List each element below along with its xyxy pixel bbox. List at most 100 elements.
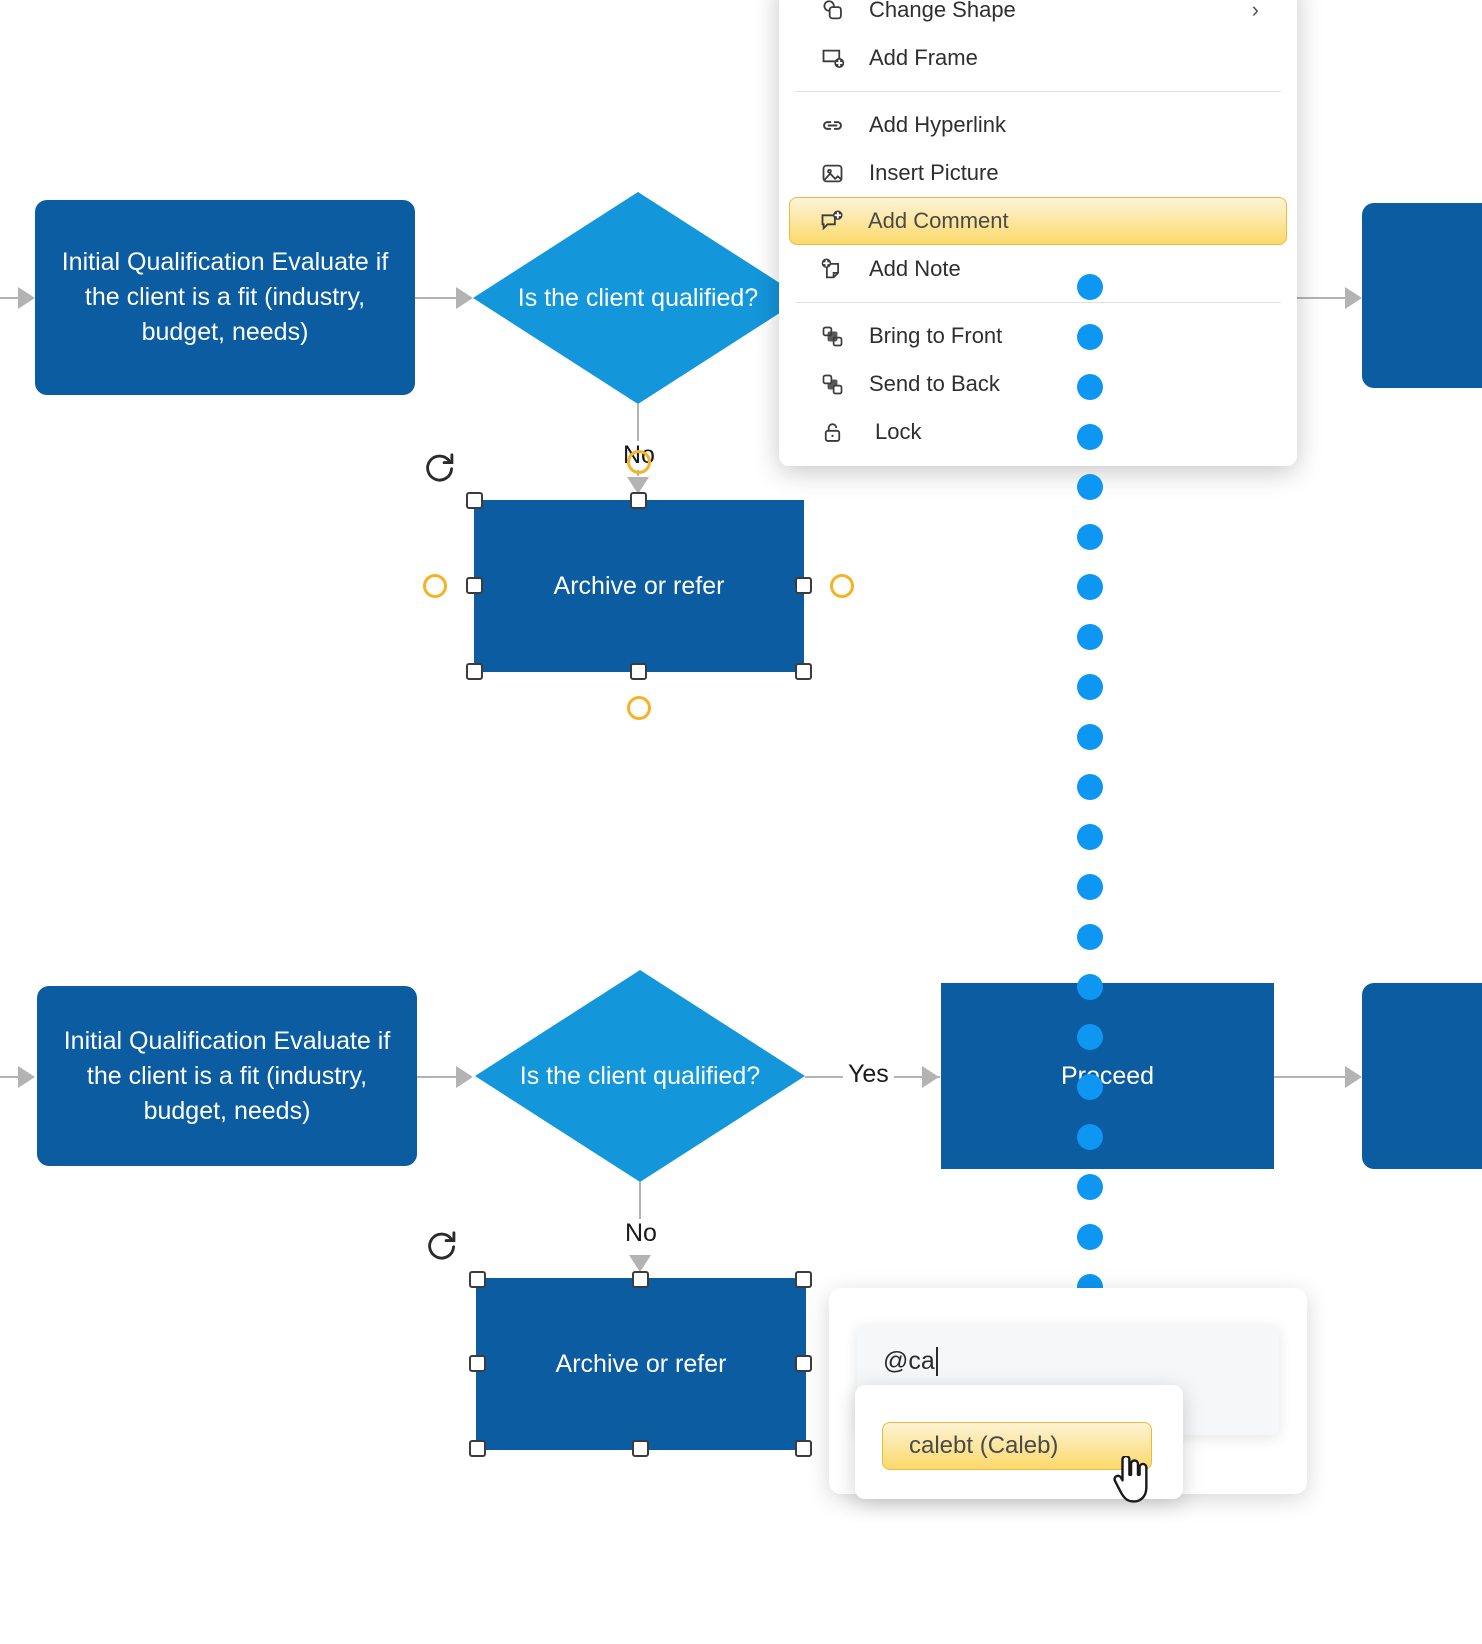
resize-handle-br-top[interactable] [795, 663, 812, 680]
drag-path-dot [1077, 1074, 1103, 1100]
resize-handle-tc-bottom[interactable] [632, 1271, 649, 1288]
lock-icon [817, 417, 847, 447]
resize-handle-tr-bottom[interactable] [795, 1271, 812, 1288]
connector-bottom-1 [417, 1076, 463, 1078]
arrow-bottom-1-icon [456, 1066, 473, 1088]
drag-path-dot [1077, 724, 1103, 750]
comment-input-value: @ca [883, 1347, 935, 1375]
process-node-proceed[interactable]: Proceed [941, 983, 1274, 1169]
add-frame-icon [817, 43, 847, 73]
connector-top-no [637, 404, 639, 476]
menu-item-label: Add Frame [869, 45, 978, 70]
connector-in-bottom [0, 1076, 20, 1078]
drag-path-dot [1077, 1024, 1103, 1050]
add-note-icon [817, 254, 847, 284]
connector-bottom-right [1274, 1076, 1354, 1078]
connector-top-right [1295, 297, 1355, 299]
menu-item-label: Change Shape [869, 0, 1016, 22]
menu-item-change-shape[interactable]: Change Shape › [791, 0, 1285, 34]
resize-handle-bl-top[interactable] [466, 663, 483, 680]
drag-path-dot [1077, 624, 1103, 650]
drag-path-dot [1077, 1224, 1103, 1250]
menu-separator-1 [795, 91, 1281, 92]
add-hyperlink-icon [817, 110, 847, 140]
drag-path-dot [1077, 424, 1103, 450]
bring-to-front-icon [817, 321, 847, 351]
connection-point-bottom[interactable] [627, 696, 651, 720]
resize-handle-mr-top[interactable] [795, 577, 812, 594]
arrow-in-top-icon [18, 287, 35, 309]
menu-item-label: Add Comment [868, 208, 1009, 233]
rotate-handle-bottom-icon[interactable] [423, 1228, 459, 1264]
menu-item-label: Send to Back [869, 371, 1000, 396]
menu-item-send-to-back[interactable]: Send to Back [791, 360, 1285, 408]
drag-path-dot [1077, 1124, 1103, 1150]
arrow-top-1-icon [456, 287, 473, 309]
decision-node-qualified-top[interactable]: Is the client qualified? [473, 192, 803, 404]
connection-point-left[interactable] [423, 574, 447, 598]
resize-handle-bc-bottom[interactable] [632, 1440, 649, 1457]
mention-option-calebt[interactable]: calebt (Caleb) [882, 1422, 1152, 1470]
shape-context-menu[interactable]: Change Shape › Add Frame Add Hyperlink [779, 0, 1297, 466]
menu-item-label: Add Note [869, 256, 961, 281]
resize-handle-bl-bottom[interactable] [469, 1440, 486, 1457]
process-node-initial-qualification-bottom[interactable]: Initial Qualification Evaluate if the cl… [37, 986, 417, 1166]
connector-in-top [0, 297, 20, 299]
process-node-offscreen-bottom[interactable] [1362, 983, 1482, 1169]
resize-handle-tc-top[interactable] [630, 492, 647, 509]
menu-item-insert-picture[interactable]: Insert Picture [791, 149, 1285, 197]
drag-path-dot [1077, 474, 1103, 500]
resize-handle-ml-top[interactable] [466, 577, 483, 594]
insert-picture-icon [817, 158, 847, 188]
resize-handle-bc-top[interactable] [630, 663, 647, 680]
menu-item-add-note[interactable]: Add Note [791, 245, 1285, 293]
menu-item-add-hyperlink[interactable]: Add Hyperlink [791, 101, 1285, 149]
drag-path-dot [1077, 924, 1103, 950]
drag-path-dot [1077, 1174, 1103, 1200]
menu-item-label: Insert Picture [869, 160, 999, 185]
arrow-top-no-icon [627, 477, 649, 494]
drag-path-dot [1077, 324, 1103, 350]
menu-item-add-comment[interactable]: Add Comment [789, 197, 1287, 245]
edge-label-yes-bottom: Yes [843, 1060, 894, 1089]
drag-path-dot [1077, 974, 1103, 1000]
drag-path-dot [1077, 524, 1103, 550]
resize-handle-tl-bottom[interactable] [469, 1271, 486, 1288]
drag-path-dot [1077, 774, 1103, 800]
arrow-bottom-right-icon [1345, 1066, 1362, 1088]
arrow-bottom-yes-icon [922, 1066, 939, 1088]
text-caret [935, 1347, 938, 1376]
decision-label-bottom: Is the client qualified? [519, 1061, 761, 1090]
drag-path-dot [1077, 824, 1103, 850]
menu-item-add-frame[interactable]: Add Frame [791, 34, 1285, 82]
arrow-top-right-icon [1345, 287, 1362, 309]
rotate-handle-top-icon[interactable] [421, 450, 457, 486]
connection-point-right[interactable] [830, 574, 854, 598]
menu-item-label: Bring to Front [869, 323, 1003, 348]
decision-node-qualified-bottom[interactable]: Is the client qualified? [475, 970, 805, 1182]
drag-path-dot [1077, 674, 1103, 700]
resize-handle-br-bottom[interactable] [795, 1440, 812, 1457]
menu-item-label: Lock [875, 419, 922, 444]
process-node-initial-qualification-top[interactable]: Initial Qualification Evaluate if the cl… [35, 200, 415, 395]
change-shape-icon [817, 0, 847, 25]
resize-handle-mr-bottom[interactable] [795, 1355, 812, 1372]
add-comment-icon [816, 206, 846, 236]
connection-point-top[interactable] [627, 450, 651, 474]
edge-label-no-bottom: No [620, 1219, 662, 1248]
decision-label-top: Is the client qualified? [517, 283, 759, 312]
process-node-archive-or-refer-bottom[interactable]: Archive or refer [476, 1278, 806, 1450]
menu-item-bring-to-front[interactable]: Bring to Front [791, 312, 1285, 360]
arrow-bottom-no-icon [629, 1255, 651, 1272]
process-node-archive-or-refer-top[interactable]: Archive or refer [474, 500, 804, 672]
menu-item-label: Add Hyperlink [869, 112, 1006, 137]
send-to-back-icon [817, 369, 847, 399]
drag-path-dot [1077, 374, 1103, 400]
process-node-offscreen-top[interactable] [1362, 203, 1482, 388]
resize-handle-tl-top[interactable] [466, 492, 483, 509]
menu-item-lock[interactable]: Lock [791, 408, 1285, 456]
resize-handle-ml-bottom[interactable] [469, 1355, 486, 1372]
menu-separator-2 [795, 302, 1281, 303]
drag-path-dot [1077, 874, 1103, 900]
